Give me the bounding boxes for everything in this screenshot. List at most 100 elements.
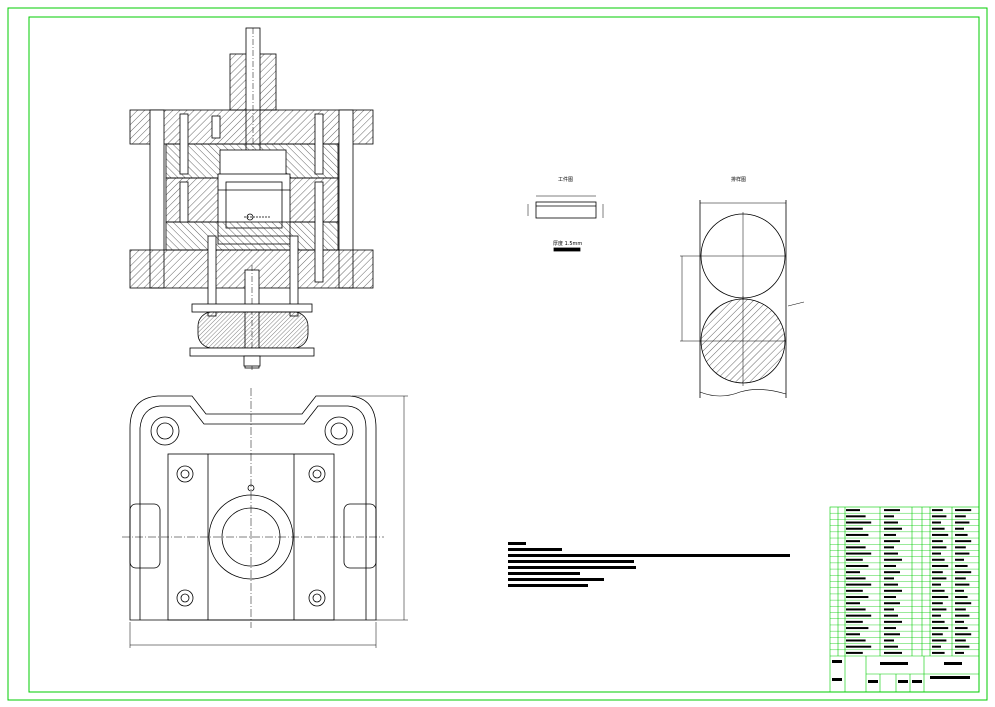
- parts-list-cell-mark: [884, 564, 896, 567]
- parts-list-cell-mark: [884, 627, 896, 630]
- parts-list-cell-mark: [932, 509, 943, 512]
- parts-list-cell-mark: [955, 533, 968, 536]
- parts-list-cell-mark: [955, 620, 964, 623]
- parts-list-cell-mark: [884, 639, 894, 642]
- parts-list-cell-mark: [932, 645, 941, 648]
- parts-list-cell-mark: [955, 552, 970, 555]
- strip-layout-title: 排样图: [731, 176, 746, 183]
- parts-list-cell-mark: [932, 596, 949, 599]
- parts-list-cell-mark: [932, 552, 941, 555]
- parts-list-cell-mark: [932, 558, 945, 561]
- parts-list-cell-mark: [846, 558, 863, 561]
- parts-list-cell-mark: [955, 527, 964, 530]
- parts-list-cell-mark: [955, 627, 968, 630]
- title-block-mark: [868, 680, 878, 683]
- parts-list-cell-mark: [955, 596, 968, 599]
- parts-list-cell-mark: [884, 540, 900, 543]
- title-block-mark: [832, 678, 842, 681]
- title-block-mark: [898, 680, 908, 683]
- parts-list-cell-mark: [846, 602, 860, 605]
- parts-list-cell-mark: [846, 571, 860, 574]
- title-block-mark: [912, 680, 922, 683]
- parts-list-cell-mark: [955, 515, 966, 518]
- parts-list-cell-mark: [932, 533, 949, 536]
- parts-list-cell-mark: [955, 564, 968, 567]
- parts-list-cell-mark: [884, 577, 894, 580]
- parts-list-cell-mark: [955, 614, 970, 617]
- parts-list-cell-mark: [955, 509, 972, 512]
- parts-list-cell-mark: [884, 608, 894, 611]
- parts-list-cell-mark: [846, 589, 863, 592]
- parts-list-cell-mark: [932, 589, 945, 592]
- parts-list-cell-mark: [955, 602, 972, 605]
- parts-list-cell-mark: [932, 546, 947, 549]
- parts-list-cell-mark: [932, 515, 947, 518]
- part-thickness-note: 厚度 1.5mm: [553, 240, 582, 247]
- plan-view: [122, 388, 408, 648]
- title-block-mark: [880, 662, 908, 665]
- parts-list-cell-mark: [846, 564, 869, 567]
- parts-list-cell-mark: [884, 521, 898, 524]
- assembly-section-view: [129, 27, 374, 370]
- parts-list-cell-mark: [846, 509, 860, 512]
- parts-list-cell-mark: [932, 527, 945, 530]
- parts-list-cell-mark: [884, 527, 902, 530]
- inner-border: [28, 16, 980, 693]
- parts-list-cell-mark: [955, 558, 964, 561]
- parts-list-cell-mark: [932, 627, 949, 630]
- technical-notes: [508, 542, 790, 587]
- parts-list-cell-mark: [846, 596, 869, 599]
- parts-list-cell-mark: [955, 546, 966, 549]
- parts-list-cell-mark: [932, 651, 945, 654]
- parts-list-cell-mark: [884, 589, 902, 592]
- parts-list-cell-mark: [955, 521, 970, 524]
- parts-list-cell-mark: [955, 639, 966, 642]
- parts-list-cell-mark: [884, 614, 898, 617]
- parts-list-cell-mark: [932, 614, 941, 617]
- title-block-mark: [930, 676, 970, 679]
- strip-layout-view: [680, 200, 805, 398]
- parts-list-cell-mark: [932, 583, 941, 586]
- part-view-title: 工件图: [558, 176, 573, 183]
- parts-list-rows: [830, 509, 979, 683]
- parts-list-cell-mark: [955, 571, 972, 574]
- parts-list-cell-mark: [846, 577, 866, 580]
- title-block-mark: [944, 662, 962, 665]
- parts-list-cell-mark: [955, 645, 970, 648]
- parts-list-cell-mark: [955, 608, 966, 611]
- parts-list-cell-mark: [846, 627, 869, 630]
- parts-list-cell-mark: [846, 515, 866, 518]
- title-block-mark: [832, 660, 842, 663]
- parts-list-cell-mark: [932, 620, 945, 623]
- parts-list-cell-mark: [846, 608, 866, 611]
- parts-list-cell-mark: [955, 577, 966, 580]
- parts-list-cell-mark: [846, 540, 860, 543]
- parts-list-cell-mark: [884, 633, 900, 636]
- parts-list-cell-mark: [932, 639, 947, 642]
- parts-list-cell-mark: [884, 571, 900, 574]
- parts-list-cell-mark: [884, 546, 894, 549]
- parts-list-cell-mark: [846, 639, 866, 642]
- parts-list-cell-mark: [846, 633, 860, 636]
- parts-list-cell-mark: [846, 521, 872, 524]
- parts-list-cell-mark: [846, 620, 863, 623]
- parts-list-cell-mark: [884, 620, 902, 623]
- parts-list-cell-mark: [955, 589, 964, 592]
- parts-list-cell-mark: [884, 509, 900, 512]
- parts-list-cell-mark: [932, 602, 943, 605]
- parts-list-cell-mark: [846, 651, 863, 654]
- parts-list-cell-mark: [884, 552, 898, 555]
- parts-list-cell-mark: [932, 564, 949, 567]
- parts-list-cell-mark: [932, 540, 943, 543]
- part-view: [527, 195, 604, 252]
- parts-list-cell-mark: [884, 515, 894, 518]
- parts-list-cell-mark: [955, 540, 972, 543]
- parts-list-cell-mark: [955, 633, 972, 636]
- parts-list-cell-mark: [932, 571, 943, 574]
- parts-list-cell-mark: [884, 645, 898, 648]
- parts-list-cell-mark: [846, 614, 872, 617]
- parts-list-cell-mark: [846, 533, 869, 536]
- parts-list-cell-mark: [846, 546, 866, 549]
- parts-list-cell-mark: [884, 533, 896, 536]
